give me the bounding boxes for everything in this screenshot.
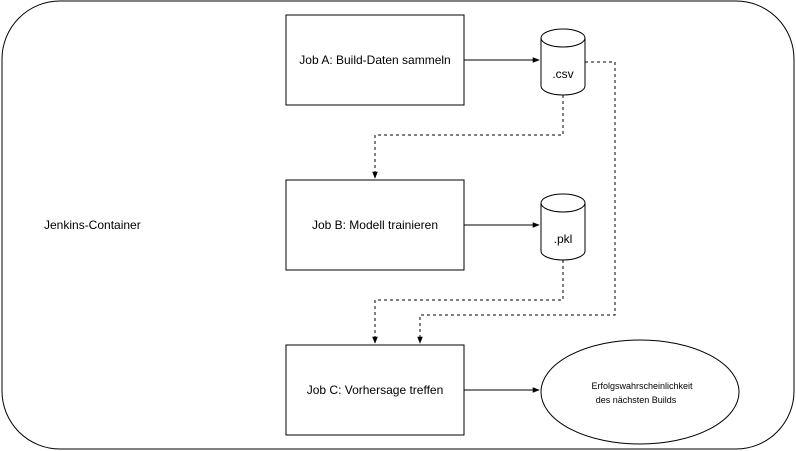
- csv-datastore: .csv: [540, 28, 586, 96]
- arrow-csv-to-job-c: [417, 61, 616, 344]
- job-a-box: Job A: Build-Daten sammeln: [285, 14, 465, 106]
- pkl-label: .pkl: [554, 232, 573, 246]
- job-b-label: Job B: Modell trainieren: [312, 218, 438, 232]
- job-a-label: Job A: Build-Daten sammeln: [299, 53, 450, 67]
- pkl-datastore: .pkl: [540, 193, 586, 261]
- job-c-box: Job C: Vorhersage treffen: [285, 344, 465, 436]
- arrow-pkl-to-job-c: [372, 260, 564, 344]
- result-line-1: Erfolgswahrscheinlichkeit: [591, 381, 693, 391]
- job-b-box: Job B: Modell trainieren: [285, 179, 465, 271]
- prediction-result: Erfolgswahrscheinlichkeit des nächsten B…: [540, 339, 740, 445]
- csv-label: .csv: [552, 67, 573, 81]
- arrow-csv-to-job-b: [372, 95, 564, 179]
- job-c-label: Job C: Vorhersage treffen: [307, 383, 444, 397]
- container-label: Jenkins-Container: [44, 218, 141, 232]
- result-line-2: des nächsten Builds: [596, 395, 677, 405]
